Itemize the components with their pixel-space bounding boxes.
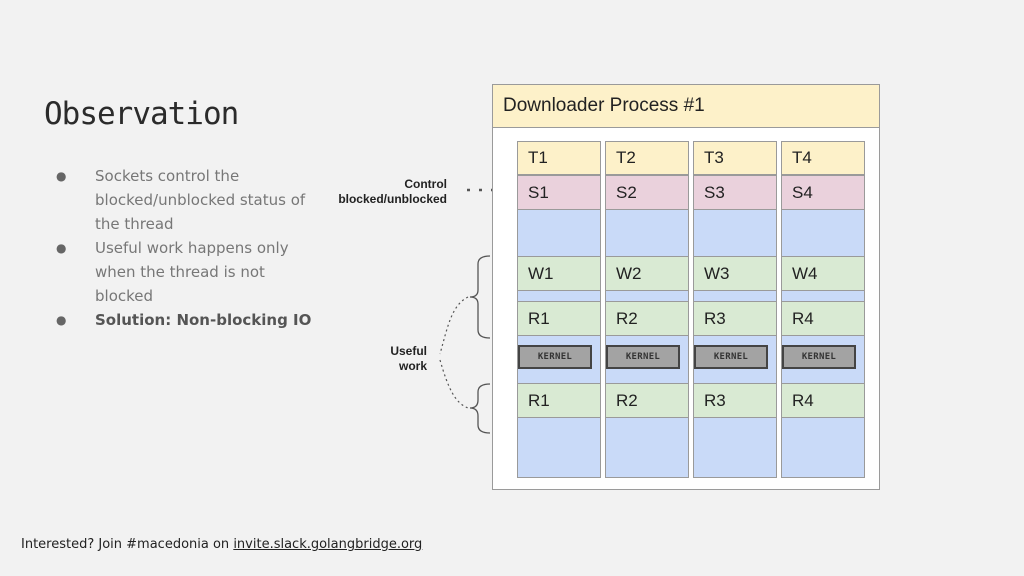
bullet-text: Sockets control the blocked/unblocked st… [95, 167, 306, 233]
thread-column: T2 S2 W2 R2 KERNEL R2 [605, 141, 689, 478]
read-cell: R3 [693, 383, 777, 418]
work-cell: W3 [693, 256, 777, 291]
bullet-list: ● Sockets control the blocked/unblocked s… [56, 164, 316, 332]
useful-label-line: Useful [390, 344, 427, 358]
read-cell: R3 [693, 301, 777, 336]
bullet-text: Useful work happens only when the thread… [95, 239, 289, 305]
footer-note: Interested? Join #macedonia on invite.sl… [21, 537, 422, 552]
socket-cell: S3 [693, 175, 777, 210]
kernel-block: KERNEL [518, 345, 592, 369]
bullet-text: Solution: Non-blocking IO [95, 311, 312, 329]
bullet-item: ● Useful work happens only when the threa… [56, 236, 316, 308]
bullet-dot-icon: ● [56, 313, 67, 327]
lower-brace-icon [469, 383, 491, 434]
useful-dotted-curve-upper [439, 296, 469, 355]
work-cell: W1 [517, 256, 601, 291]
control-label: Control blocked/unblocked [320, 177, 447, 207]
socket-cell: S4 [781, 175, 865, 210]
read-cell: R4 [781, 301, 865, 336]
kernel-block: KERNEL [694, 345, 768, 369]
thread-column: T4 S4 W4 R4 KERNEL R4 [781, 141, 865, 478]
read-cell: R1 [517, 383, 601, 418]
read-cell: R2 [605, 383, 689, 418]
thread-cell: T2 [605, 141, 689, 175]
thread-cell: T4 [781, 141, 865, 175]
thread-cell: T1 [517, 141, 601, 175]
thread-column: T1 S1 W1 R1 KERNEL R1 [517, 141, 601, 478]
bullet-item: ● Solution: Non-blocking IO [56, 308, 316, 332]
work-cell: W4 [781, 256, 865, 291]
read-cell: R2 [605, 301, 689, 336]
slide-title: Observation [44, 96, 239, 132]
control-label-line: blocked/unblocked [338, 192, 447, 206]
control-label-line: Control [404, 177, 447, 191]
upper-brace-icon [469, 255, 491, 339]
useful-label-line: work [398, 359, 427, 373]
thread-cell: T3 [693, 141, 777, 175]
kernel-block: KERNEL [782, 345, 856, 369]
bullet-dot-icon: ● [56, 169, 67, 183]
socket-cell: S2 [605, 175, 689, 210]
bullet-dot-icon: ● [56, 241, 67, 255]
work-cell: W2 [605, 256, 689, 291]
slack-invite-link[interactable]: invite.slack.golangbridge.org [233, 537, 423, 552]
useful-work-label: Useful work [360, 344, 427, 374]
socket-cell: S1 [517, 175, 601, 210]
process-title: Downloader Process #1 [493, 85, 879, 128]
useful-dotted-curve-lower [439, 359, 469, 409]
kernel-block: KERNEL [606, 345, 680, 369]
thread-column: T3 S3 W3 R3 KERNEL R3 [693, 141, 777, 478]
read-cell: R1 [517, 301, 601, 336]
read-cell: R4 [781, 383, 865, 418]
bullet-item: ● Sockets control the blocked/unblocked s… [56, 164, 316, 236]
footer-text: Interested? Join #macedonia on [21, 537, 234, 552]
process-box: Downloader Process #1 T1 S1 W1 R1 KERNEL… [492, 84, 880, 490]
